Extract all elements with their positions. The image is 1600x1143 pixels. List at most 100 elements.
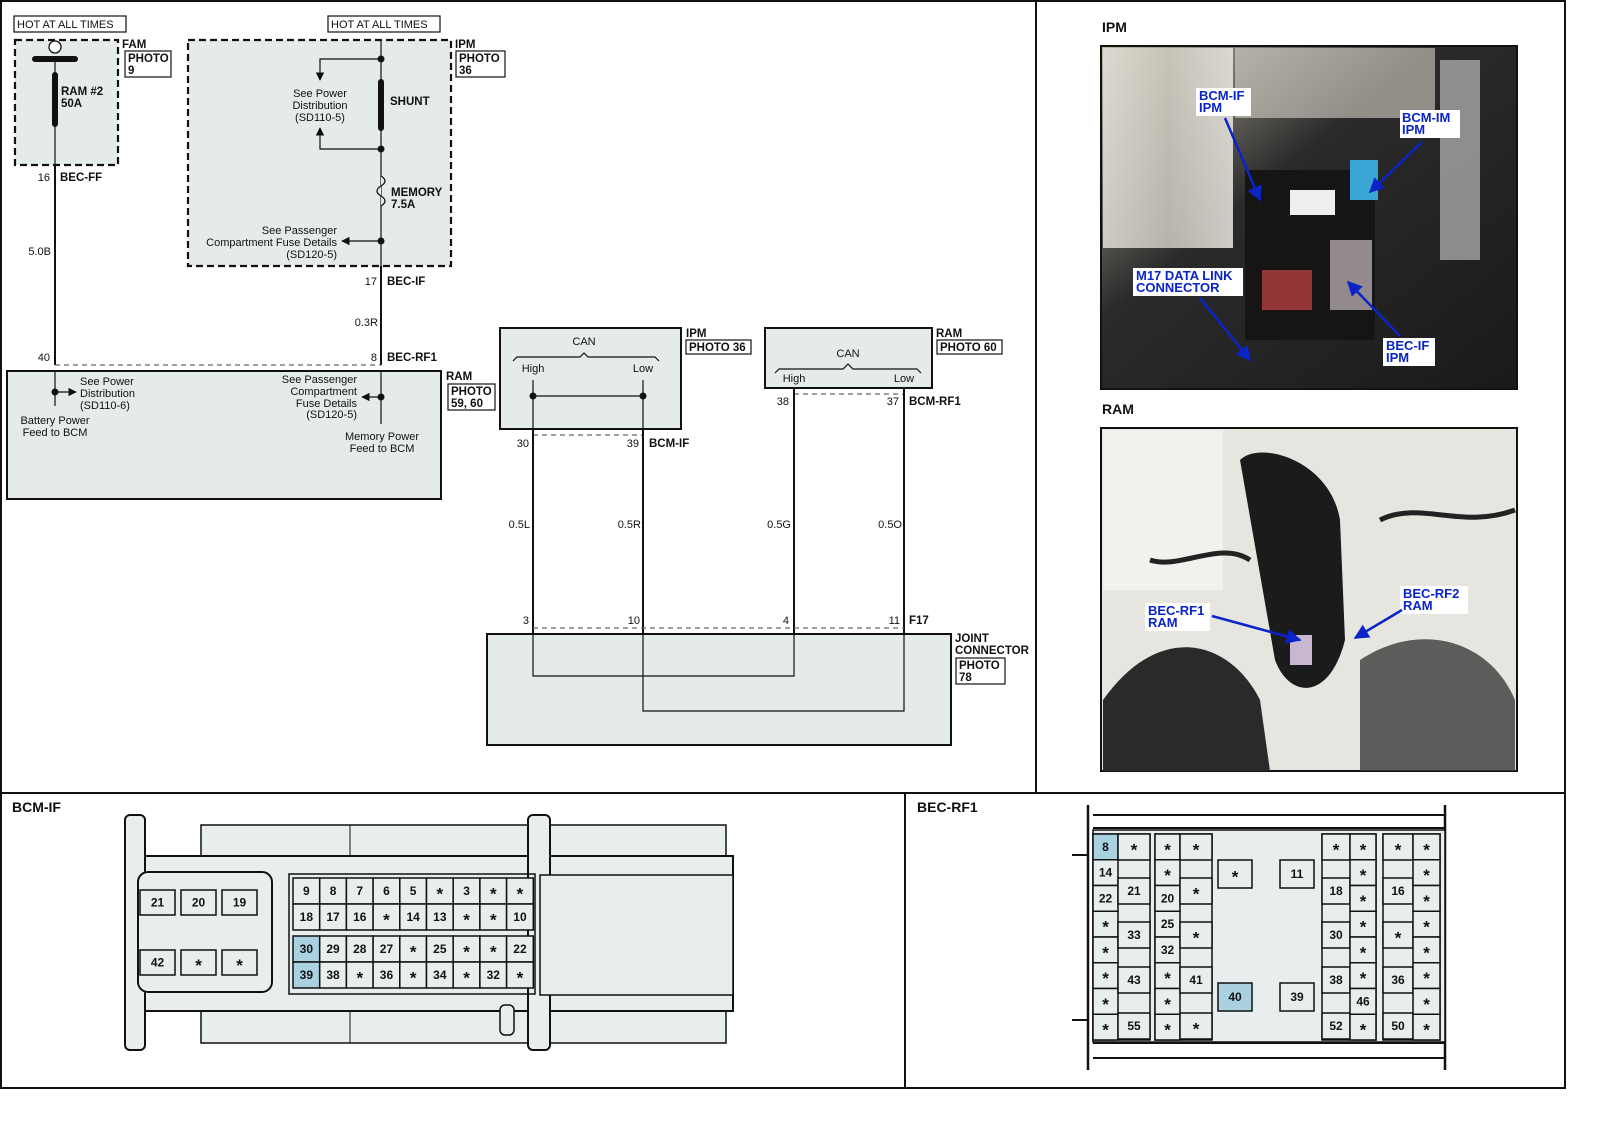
photo-ref[interactable]: PHOTO (459, 53, 500, 65)
pin-number: 3 (523, 615, 529, 627)
pin-label: * (1423, 840, 1430, 859)
pin-cavity (1279, 859, 1315, 889)
pin-cavity (1092, 936, 1119, 964)
connector-pin-20: 20 (180, 889, 217, 916)
photo-ref[interactable]: PHOTO (959, 660, 1000, 672)
pin-cavity (399, 935, 428, 963)
pin-label: 36 (380, 968, 394, 982)
pin-label: 7 (356, 884, 363, 898)
bec-rf1-pin-grid: 81422******21334355**202532******41**183… (1092, 833, 1441, 1041)
connector-pin-unused: * (1092, 910, 1119, 938)
callout-text: M17 DATA LINK (1136, 268, 1233, 283)
photo-title: RAM (1102, 401, 1134, 417)
pin-label: 18 (300, 910, 314, 924)
connector-pin-unused: * (1154, 987, 1181, 1015)
connector-pin-22: 22 (1092, 884, 1119, 912)
connector-pin-unused: * (1412, 884, 1441, 912)
fuse-icon (376, 175, 386, 207)
photo-ref[interactable]: PHOTO (451, 386, 492, 398)
connector-pin-22: 22 (505, 935, 535, 963)
connector-pin-unused: * (1154, 859, 1181, 887)
ref-text: See Passenger (262, 225, 338, 237)
pin-label: 20 (1161, 891, 1175, 905)
connector-pin-unused: * (1154, 833, 1181, 861)
pin-cavity (1117, 966, 1151, 994)
pin-label: * (356, 969, 363, 988)
pin-cavity (399, 877, 428, 905)
connector-pin-unused: * (372, 903, 401, 931)
connector-pin-8: 8 (1092, 833, 1119, 861)
connector-pin-40: 40 (1217, 982, 1253, 1012)
connector-pin-unused: * (1412, 833, 1441, 861)
pin-label: * (1360, 892, 1367, 911)
ram-module: See Power Distribution (SD110-6) Battery… (6, 370, 496, 500)
connector-pin-unused: * (399, 961, 428, 989)
photo-ref[interactable]: PHOTO 60 (940, 342, 997, 354)
fuse-rating: 7.5A (391, 199, 415, 211)
pin-cavity (452, 903, 481, 931)
pin-label: * (463, 943, 470, 962)
hot-label-ipm: HOT AT ALL TIMES (327, 15, 441, 33)
pin-label: 55 (1127, 1019, 1141, 1033)
pin-label: 32 (487, 968, 501, 982)
photo-ref[interactable]: PHOTO (128, 53, 169, 65)
hot-label-text: HOT AT ALL TIMES (331, 19, 428, 31)
pin-label: * (517, 885, 524, 904)
pin-cavity (1217, 859, 1253, 889)
pin-label: * (437, 885, 444, 904)
photo-ref[interactable]: PHOTO 36 (689, 342, 746, 354)
pin-label: 14 (1099, 866, 1113, 880)
pin-cavity (221, 889, 258, 916)
pin-label: * (1423, 943, 1430, 962)
photo-ref-number[interactable]: 78 (959, 672, 972, 684)
pin-label: * (490, 911, 497, 930)
joint-connector: JOINT CONNECTOR PHOTO 78 (486, 633, 1030, 746)
photo-ref-number[interactable]: 36 (459, 65, 472, 77)
pin-cavity (180, 889, 217, 916)
ram-can-module: CAN High Low RAM PHOTO 60 (764, 327, 1003, 389)
connector-label: BEC-IF (387, 276, 425, 288)
connector-pin-unused: * (1412, 1013, 1441, 1041)
photo-ref-number[interactable]: 59, 60 (451, 398, 483, 410)
connector-view-title: BCM-IF (12, 799, 61, 815)
pin-cavity (1412, 936, 1441, 964)
wire-label: 0.5G (767, 519, 791, 531)
pin-label: 40 (1228, 990, 1242, 1004)
connector-label: BEC-RF1 (387, 352, 437, 364)
pin-label: 39 (1290, 990, 1304, 1004)
pin-label: * (1395, 929, 1402, 948)
connector-pin-unused: * (1412, 987, 1441, 1015)
connector-pin-16: 16 (1382, 877, 1414, 905)
pin-cavity (1382, 966, 1414, 994)
pin-cavity (1412, 1013, 1441, 1041)
connector-pin-36: 36 (372, 961, 401, 989)
power-source-icon (48, 40, 62, 54)
pin-cavity (505, 961, 535, 989)
pin-label: * (1102, 943, 1109, 962)
callout-text: RAM (1403, 598, 1433, 613)
page-frame (0, 0, 1566, 1089)
pin-number: 17 (365, 276, 377, 288)
pin-label: 42 (151, 956, 165, 970)
pin-label: 22 (1099, 891, 1113, 905)
pin-cavity (1154, 859, 1181, 887)
connector-pin-7: 7 (345, 877, 374, 905)
pin-cavity (1092, 859, 1119, 887)
connector-pin-unused: * (1092, 987, 1119, 1015)
connector-pin-unused: * (479, 877, 508, 905)
module-name: IPM (455, 39, 475, 51)
module-name: RAM (936, 328, 962, 340)
pin-label: 21 (1127, 884, 1141, 898)
pin-label: 25 (1161, 917, 1175, 931)
pin-label: * (1423, 866, 1430, 885)
pin-label: * (410, 943, 417, 962)
pin-label: 46 (1356, 994, 1370, 1008)
pin-cavity (505, 935, 535, 963)
pin-number: 39 (627, 438, 639, 450)
pin-label: 14 (406, 910, 420, 924)
pin-number: 11 (889, 615, 900, 627)
photo-ref-number[interactable]: 9 (128, 65, 134, 77)
connector-pin-unused: * (452, 935, 481, 963)
callout-bec-if-ipm: BEC-IF IPM (1346, 280, 1435, 366)
